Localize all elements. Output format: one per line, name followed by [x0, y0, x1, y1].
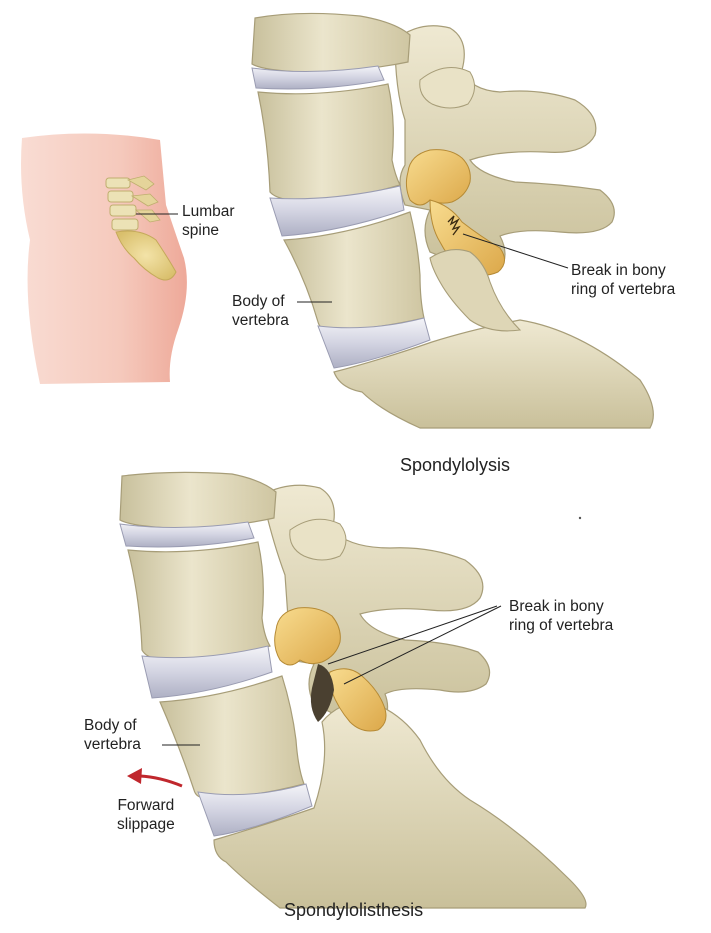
- caption-spondylolisthesis: Spondylolisthesis: [284, 900, 423, 921]
- speck: [579, 517, 581, 519]
- label-forward-slippage: Forward slippage: [117, 796, 175, 834]
- caption-spondylolysis: Spondylolysis: [400, 455, 510, 476]
- label-top-body-of-vertebra: Body of vertebra: [232, 292, 289, 330]
- label-bottom-body-of-vertebra: Body of vertebra: [84, 716, 141, 754]
- label-lumbar-spine: Lumbar spine: [182, 202, 235, 240]
- forward-slippage-arrow: [127, 768, 182, 786]
- spondylolisthesis-spine: [120, 472, 586, 908]
- spondylolysis-spine: [252, 13, 653, 428]
- label-top-break-in-bony-ring: Break in bony ring of vertebra: [571, 261, 675, 299]
- label-bottom-break-in-bony-ring: Break in bony ring of vertebra: [509, 597, 613, 635]
- body-silhouette-inset: [21, 133, 187, 384]
